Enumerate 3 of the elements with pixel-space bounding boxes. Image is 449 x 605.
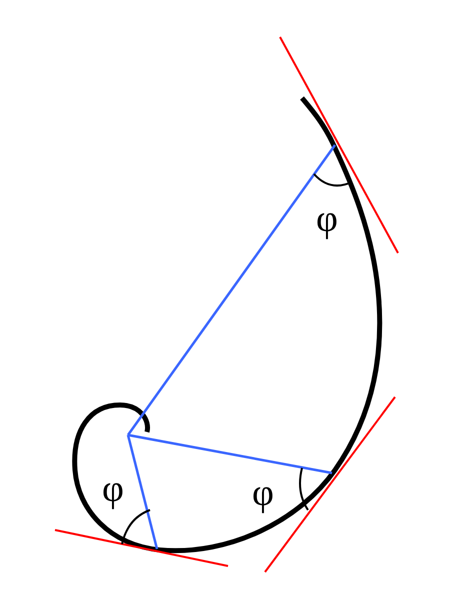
angle-label: φ xyxy=(252,474,274,512)
angle-label: φ xyxy=(102,470,124,508)
angle-label: φ xyxy=(316,200,338,238)
